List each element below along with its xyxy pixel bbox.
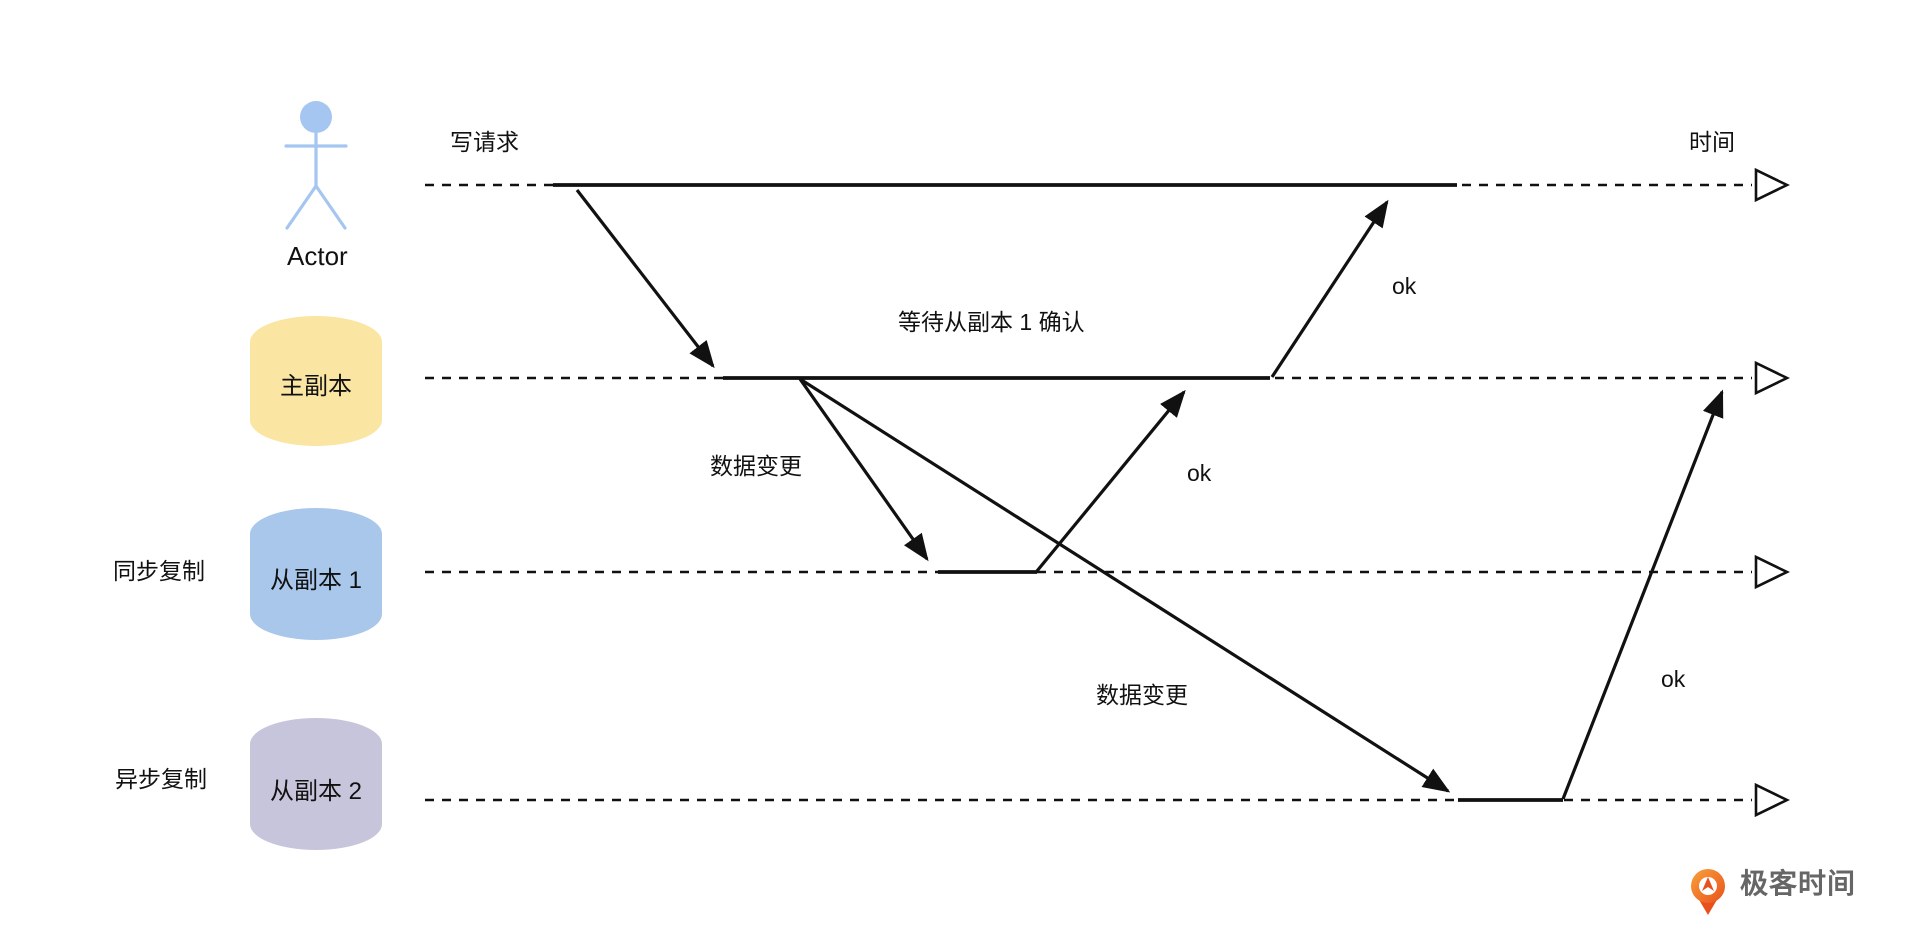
time-axis-label: 时间 <box>1689 129 1735 155</box>
follower2-timeline-arrow-icon <box>1754 782 1790 818</box>
ok-from-follower2-label: ok <box>1661 666 1686 692</box>
actor-label: Actor <box>287 241 348 271</box>
ok-to-actor-label: ok <box>1392 273 1417 299</box>
geektime-logo-text: 极客时间 <box>1740 868 1857 899</box>
write-request-arrow <box>575 189 715 369</box>
sync-replication-label: 同步复制 <box>113 558 205 584</box>
wait-ack-label: 等待从副本 1 确认 <box>898 309 1085 335</box>
async-replication-label: 异步复制 <box>115 766 207 792</box>
primary-timeline-arrow-icon <box>1754 360 1790 396</box>
follower1-timeline <box>425 554 1790 590</box>
ok-to-actor-arrow <box>1270 199 1389 378</box>
ok-from-follower1-label: ok <box>1187 460 1212 486</box>
data-change-async-label: 数据变更 <box>1096 682 1188 708</box>
data-change-async-arrow <box>799 377 1451 793</box>
follower2-node-label: 从副本 2 <box>269 778 362 805</box>
actor-timeline-arrow-icon <box>1754 167 1790 203</box>
follower1-db-icon <box>250 508 382 640</box>
actor-icon <box>284 101 348 230</box>
data-change-sync-arrow <box>798 378 929 562</box>
ok-from-follower2-arrow <box>1561 389 1724 800</box>
follower2-db-icon <box>250 718 382 850</box>
geektime-branding: 极客时间 <box>1688 862 1856 902</box>
follower2-timeline <box>425 782 1790 818</box>
primary-node-label: 主副本 <box>280 373 352 400</box>
geektime-logo-icon <box>1691 869 1725 915</box>
follower1-node-label: 从副本 1 <box>269 567 362 594</box>
activation-segments <box>553 183 1563 802</box>
data-change-sync-label: 数据变更 <box>710 453 802 479</box>
write-request-label: 写请求 <box>450 129 519 155</box>
primary-db-icon <box>250 316 382 446</box>
follower1-timeline-arrow-icon <box>1754 554 1790 590</box>
ok-from-follower1-arrow <box>1035 389 1186 573</box>
